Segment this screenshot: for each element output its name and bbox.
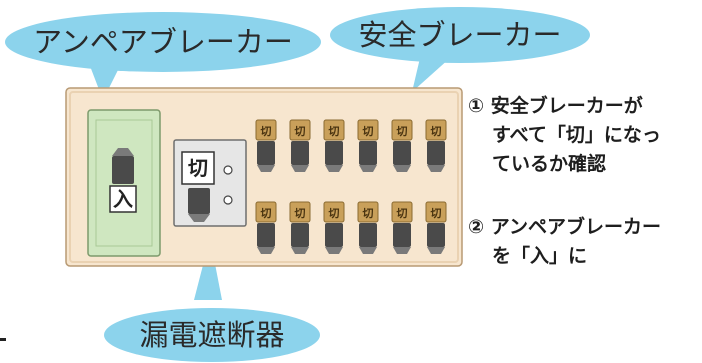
step-1-line-3: ているか確認 — [492, 153, 607, 175]
step-2: ② アンペアブレーカー を「入」に — [468, 213, 661, 271]
safety-breaker-callout: 安全ブレーカー — [330, 7, 590, 92]
switch-off-label: 切 — [397, 207, 408, 220]
step-1-number: ① — [468, 95, 485, 117]
leakage-breaker-label: 漏電遮断器 — [139, 318, 284, 352]
switch-off-label: 切 — [431, 207, 442, 220]
test-button[interactable] — [223, 195, 233, 205]
switch-off-label: 切 — [295, 207, 306, 220]
safety-breaker[interactable]: 切 — [323, 119, 345, 172]
safety-breaker[interactable]: 切 — [357, 119, 379, 172]
safety-breaker[interactable]: 切 — [425, 119, 447, 172]
test-button-indicator — [223, 165, 233, 175]
leakage-breaker-callout: 漏電遮断器 — [104, 238, 320, 362]
leakage-breaker-lever[interactable] — [188, 188, 210, 222]
leakage-breaker[interactable]: 切 — [173, 139, 247, 227]
safety-breaker[interactable]: 切 — [289, 119, 311, 172]
step-2-number: ② — [468, 216, 485, 238]
switch-off-label: 切 — [363, 207, 374, 220]
switch-off-label: 切 — [261, 125, 272, 138]
leakage-breaker-off-tag — [181, 151, 215, 185]
safety-breaker[interactable]: 切 — [391, 119, 413, 172]
switch-off-label: 切 — [329, 125, 340, 138]
safety-breaker[interactable]: 切 — [255, 201, 277, 254]
ampere-breaker[interactable]: 入 — [87, 109, 161, 257]
switch-off-label: 切 — [363, 125, 374, 138]
ampere-breaker-lever[interactable] — [112, 148, 134, 184]
safety-breaker-label: 安全ブレーカー — [358, 18, 561, 52]
ampere-breaker-on-text: 入 — [113, 187, 133, 211]
step-2-line-2: を「入」に — [492, 245, 588, 267]
step-1-line-2: すべて「切」になっ — [492, 124, 661, 146]
ampere-breaker-label: アンペアブレーカー — [33, 25, 293, 59]
safety-breaker[interactable]: 切 — [289, 201, 311, 254]
switch-off-label: 切 — [295, 125, 306, 138]
step-1: ① 安全ブレーカーが すべて「切」になっ ているか確認 — [468, 92, 661, 179]
safety-breaker[interactable]: 切 — [255, 119, 277, 172]
step-2-line-1: アンペアブレーカー — [490, 216, 661, 238]
safety-breaker[interactable]: 切 — [391, 201, 413, 254]
safety-breaker[interactable]: 切 — [323, 201, 345, 254]
safety-breaker[interactable]: 切 — [425, 201, 447, 254]
ampere-breaker-callout: アンペアブレーカー — [5, 12, 321, 100]
step-1-line-1: 安全ブレーカーが — [490, 95, 643, 117]
switch-off-label: 切 — [329, 207, 340, 220]
safety-breaker[interactable]: 切 — [357, 201, 379, 254]
leakage-breaker-off-text: 切 — [188, 156, 208, 180]
ampere-breaker-on-tag — [109, 185, 137, 213]
switch-off-label: 切 — [397, 125, 408, 138]
edge-mark — [0, 338, 6, 341]
switch-off-label: 切 — [431, 125, 442, 138]
switch-off-label: 切 — [261, 207, 272, 220]
